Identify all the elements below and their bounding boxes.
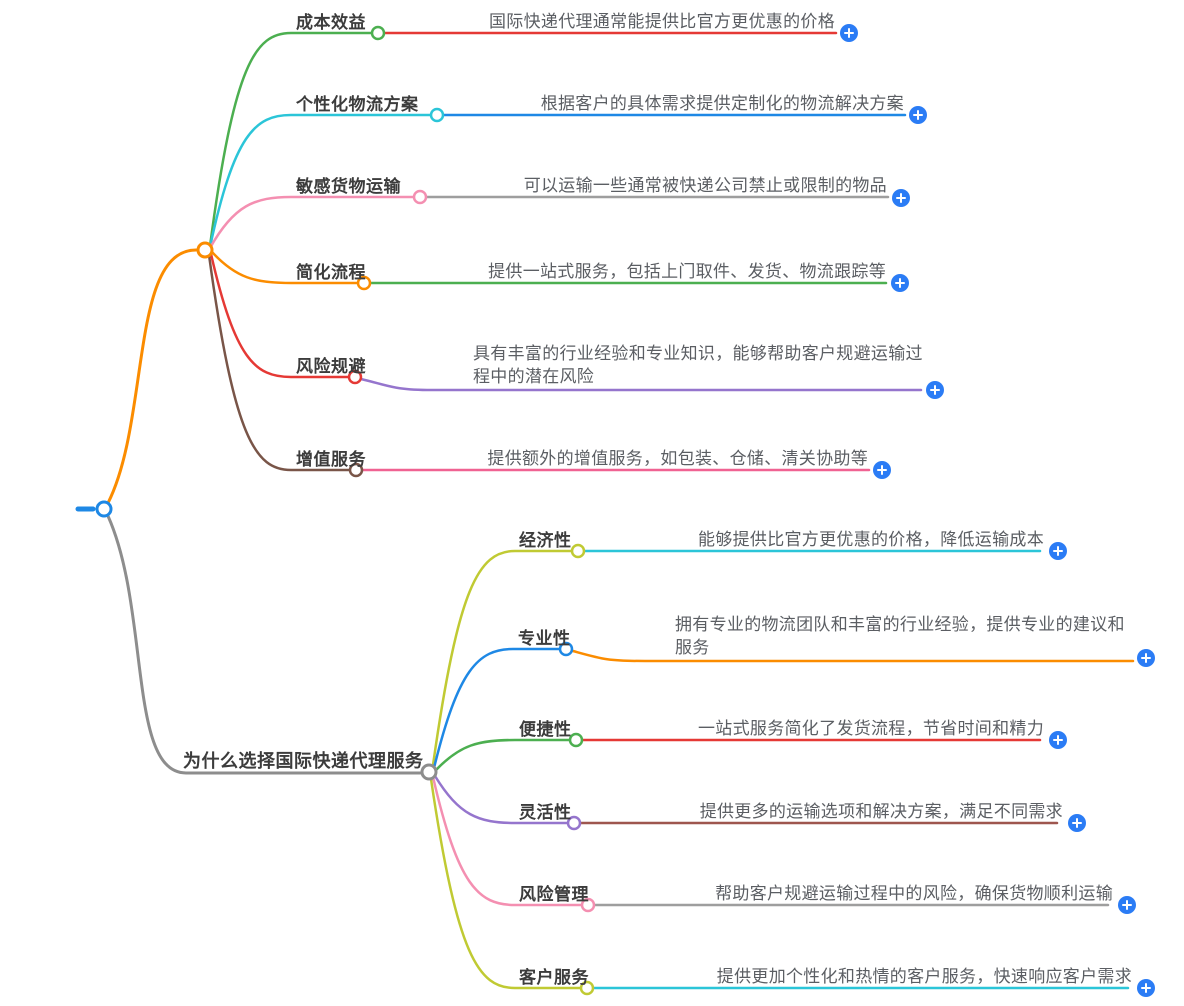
topic-desc-bottom-1[interactable]: 拥有专业的物流团队和丰富的行业经验，提供专业的建议和服务 <box>675 615 1125 657</box>
topic-handle-bottom-2[interactable] <box>568 732 584 748</box>
topic-handle-top-0[interactable] <box>370 25 386 41</box>
edge-top-child-2 <box>208 195 415 250</box>
add-child-button-bottom-1[interactable] <box>1137 649 1155 667</box>
edge-top-child-4 <box>209 252 350 379</box>
topic-label-top-4[interactable]: 风险规避 <box>296 357 366 376</box>
bottom-branch-label[interactable]: 为什么选择国际快递代理服务 <box>183 751 424 771</box>
topic-handle-top-2[interactable] <box>412 189 428 205</box>
add-child-button-top-3[interactable] <box>891 274 909 292</box>
topic-desc-top-3[interactable]: 提供一站式服务，包括上门取件、发货、物流跟踪等 <box>488 262 886 281</box>
topic-desc-top-5[interactable]: 提供额外的增值服务，如包装、仓储、清关协助等 <box>487 449 868 468</box>
topic-handle-bottom-1[interactable] <box>558 641 574 657</box>
topic-desc-top-2[interactable]: 可以运输一些通常被快递公司禁止或限制的物品 <box>523 176 887 195</box>
topic-desc-bottom-4[interactable]: 帮助客户规避运输过程中的风险，确保货物顺利运输 <box>715 884 1113 903</box>
topic-label-top-1[interactable]: 个性化物流方案 <box>296 95 419 114</box>
add-child-button-top-1[interactable] <box>909 106 927 124</box>
top-branch-node[interactable] <box>196 241 214 259</box>
topic-label-bottom-2[interactable]: 便捷性 <box>519 720 572 739</box>
topic-desc-top-4[interactable]: 具有丰富的行业经验和专业知识，能够帮助客户规避运输过程中的潜在风险 <box>473 344 923 386</box>
line-top-child-4 <box>359 377 923 392</box>
add-child-button-top-4[interactable] <box>926 381 944 399</box>
edge-top-child-5 <box>207 253 351 472</box>
topic-label-bottom-3[interactable]: 灵活性 <box>519 803 572 822</box>
topic-handle-top-1[interactable] <box>429 107 445 123</box>
add-child-button-bottom-4[interactable] <box>1118 896 1136 914</box>
edge-top-child-0 <box>208 31 374 248</box>
topic-desc-top-0[interactable]: 国际快递代理通常能提供比官方更优惠的价格 <box>489 12 835 31</box>
topic-label-bottom-4[interactable]: 风险管理 <box>519 885 589 904</box>
plus-icon <box>1068 814 1086 832</box>
topic-label-top-3[interactable]: 简化流程 <box>296 263 366 282</box>
topic-label-top-2[interactable]: 敏感货物运输 <box>296 177 401 196</box>
plus-icon <box>909 106 927 124</box>
plus-icon <box>840 24 858 42</box>
edge-root-to-bottom-branch <box>106 514 423 775</box>
edge-top-child-1 <box>208 113 432 249</box>
plus-icon <box>926 381 944 399</box>
edge-bottom-child-4 <box>431 775 583 907</box>
topic-desc-bottom-2[interactable]: 一站式服务简化了发货流程，节省时间和精力 <box>698 719 1044 738</box>
add-child-button-top-2[interactable] <box>892 189 910 207</box>
plus-icon <box>891 274 909 292</box>
plus-icon <box>1118 896 1136 914</box>
topic-desc-bottom-5[interactable]: 提供更加个性化和热情的客户服务，快速响应客户需求 <box>716 967 1132 986</box>
topic-label-top-5[interactable]: 增值服务 <box>296 450 366 469</box>
topic-desc-bottom-0[interactable]: 能够提供比官方更优惠的价格，降低运输成本 <box>698 530 1044 549</box>
plus-icon <box>892 189 910 207</box>
edge-bottom-child-3 <box>433 774 569 825</box>
topic-handle-bottom-0[interactable] <box>570 543 586 559</box>
edge-bottom-child-5 <box>429 777 582 990</box>
topic-desc-top-1[interactable]: 根据客户的具体需求提供定制化的物流解决方案 <box>540 94 904 113</box>
topic-handle-bottom-5[interactable] <box>579 980 595 996</box>
edge-top-child-3 <box>210 250 359 285</box>
topic-label-bottom-0[interactable]: 经济性 <box>519 531 572 550</box>
topic-label-bottom-1[interactable]: 专业性 <box>518 629 571 648</box>
topic-label-top-0[interactable]: 成本效益 <box>296 13 366 32</box>
add-child-button-top-5[interactable] <box>873 461 891 479</box>
line-bottom-child-1 <box>571 649 1135 663</box>
plus-icon <box>1137 979 1155 997</box>
bottom-branch-node[interactable] <box>420 763 438 781</box>
edge-bottom-child-1 <box>432 647 561 770</box>
edge-bottom-child-0 <box>431 549 573 767</box>
edge-bottom-child-2 <box>434 738 571 772</box>
edge-root-to-top-branch <box>106 248 198 505</box>
add-child-button-bottom-3[interactable] <box>1068 814 1086 832</box>
topic-handle-top-5[interactable] <box>348 462 364 478</box>
plus-icon <box>1049 542 1067 560</box>
add-child-button-bottom-0[interactable] <box>1049 542 1067 560</box>
topic-handle-bottom-4[interactable] <box>580 897 596 913</box>
plus-icon <box>1049 731 1067 749</box>
topic-label-bottom-5[interactable]: 客户服务 <box>519 968 589 987</box>
plus-icon <box>873 461 891 479</box>
topic-handle-top-3[interactable] <box>356 275 372 291</box>
add-child-button-bottom-2[interactable] <box>1049 731 1067 749</box>
topic-handle-top-4[interactable] <box>347 369 363 385</box>
topic-handle-bottom-3[interactable] <box>566 815 582 831</box>
root-node[interactable] <box>95 500 113 518</box>
topic-desc-bottom-3[interactable]: 提供更多的运输选项和解决方案，满足不同需求 <box>699 802 1063 821</box>
add-child-button-bottom-5[interactable] <box>1137 979 1155 997</box>
add-child-button-top-0[interactable] <box>840 24 858 42</box>
plus-icon <box>1137 649 1155 667</box>
